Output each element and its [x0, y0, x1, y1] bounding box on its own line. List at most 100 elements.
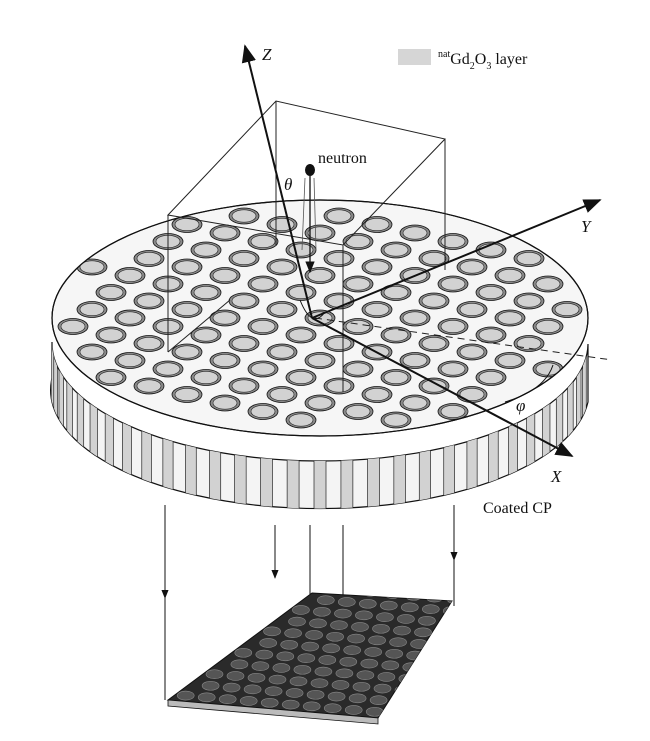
detector-spot [402, 662, 421, 672]
pore-coating [269, 302, 295, 316]
detector-spot [385, 648, 404, 659]
detector-spot [313, 606, 331, 617]
axis-y-label: Y [581, 217, 592, 236]
pore-coating [250, 404, 276, 418]
pore-coating [60, 319, 86, 333]
neutron-trajectory [299, 164, 326, 320]
pore-coating [383, 243, 409, 257]
pore-coating [497, 311, 523, 325]
detector-spot [234, 647, 253, 658]
detector-spot [362, 593, 381, 597]
pore-coating [174, 260, 200, 274]
detector-image [166, 592, 544, 725]
detector-spot [460, 620, 477, 629]
pore-coating [288, 328, 314, 342]
detector-spot [376, 612, 394, 622]
detector-spot [485, 610, 502, 619]
pore-coating [345, 277, 371, 291]
side-channel [141, 407, 152, 499]
detector-spot [435, 629, 452, 639]
detector-spot [527, 614, 544, 623]
detector-spot [264, 686, 283, 696]
pore-coating [364, 218, 390, 232]
pore-coating [459, 302, 485, 316]
detector-spot [481, 622, 498, 631]
pore-coating [516, 294, 542, 308]
side-channel [340, 435, 354, 509]
pore-coating [307, 226, 333, 240]
detector-spot [341, 593, 360, 596]
detector-spot [358, 598, 377, 609]
detector-spot [284, 628, 302, 638]
pore-coating [250, 362, 276, 376]
detector-spot [453, 643, 470, 652]
side-channel [104, 390, 114, 482]
detector-spot [468, 597, 485, 606]
pore-coating [136, 336, 162, 350]
detector-spot [316, 595, 335, 605]
detector-spot [327, 691, 346, 702]
pore-coating [288, 370, 314, 384]
pore-coating [307, 311, 333, 325]
pore-coating [516, 252, 542, 266]
detector-spot [323, 703, 342, 713]
detector-spot [334, 608, 352, 619]
detector-spot [292, 605, 310, 615]
pore-coating [212, 311, 238, 325]
pore-coating [136, 294, 162, 308]
pore-coating [383, 285, 409, 299]
detector-spot [247, 672, 266, 683]
pore-coating [345, 235, 371, 249]
detector-spot [301, 641, 320, 652]
pore-coating [288, 285, 314, 299]
detector-spot [205, 669, 224, 679]
coordinate-axes [241, 44, 602, 457]
phi-arc [504, 364, 554, 403]
pore-coating [326, 379, 352, 393]
pore-coating [345, 362, 371, 376]
detector-spot [400, 602, 419, 613]
detector-spot [506, 612, 523, 621]
detector-spot [260, 697, 279, 708]
side-channel [466, 414, 478, 506]
detector-spot [218, 694, 237, 704]
pore-coating [212, 396, 238, 410]
pore-coating [364, 302, 390, 316]
detector-spot [297, 653, 316, 663]
pore-coating [459, 260, 485, 274]
detector-spot [489, 598, 506, 607]
side-channel [162, 414, 174, 506]
pore-coating [98, 328, 124, 342]
detector-spot [239, 696, 258, 706]
side-channel [209, 426, 222, 509]
pore-coating [421, 336, 447, 350]
side-channel [443, 421, 455, 509]
detector-spot [331, 680, 350, 690]
detector-spot [464, 608, 481, 617]
pore-coating [421, 294, 447, 308]
pore-coating [155, 362, 181, 376]
detector-spot [427, 652, 446, 663]
axis-x-label: X [550, 467, 562, 486]
detector-spot [337, 597, 356, 607]
detector-spot [259, 638, 278, 648]
detector-spot [360, 658, 379, 669]
detector-spot [414, 627, 432, 638]
detector-spot [326, 631, 344, 642]
detector-spot [176, 690, 195, 701]
pore-coating [269, 260, 295, 274]
detector-spot [369, 695, 388, 705]
side-channel [234, 430, 247, 509]
pore-coating [307, 396, 333, 410]
pore-coating [174, 345, 200, 359]
detector-spot [425, 593, 444, 603]
side-channel [313, 435, 327, 509]
pore-coating [402, 396, 428, 410]
x-axis [311, 317, 574, 457]
side-channel [260, 433, 273, 509]
detector-spot [309, 618, 327, 629]
side-channel [418, 426, 431, 509]
detector-spot [440, 677, 452, 688]
